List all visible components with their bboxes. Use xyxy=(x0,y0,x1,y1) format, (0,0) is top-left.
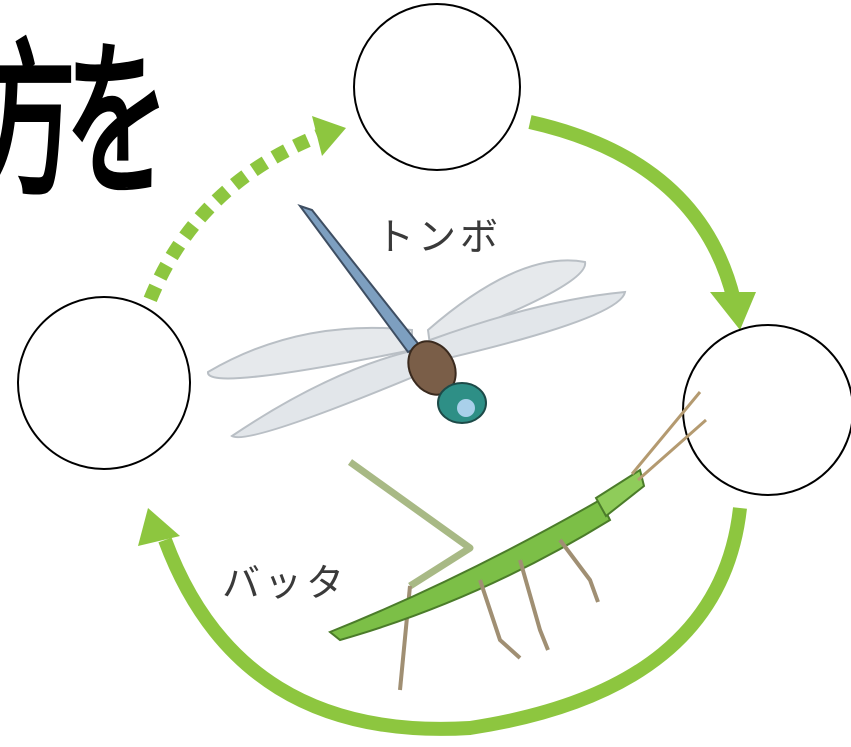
arrow-head-icon xyxy=(312,116,346,156)
blank-circle-top[interactable] xyxy=(353,3,521,171)
arrow-top-to-right xyxy=(528,115,756,330)
grasshopper-icon xyxy=(328,391,707,691)
blank-circle-left[interactable] xyxy=(17,296,191,470)
arrow-right-to-left xyxy=(138,507,747,736)
label-grasshopper: バッタ xyxy=(222,561,349,605)
arrow-head-icon xyxy=(138,508,180,546)
dragonfly-icon xyxy=(207,204,627,439)
dotted-arrow-left-to-top xyxy=(135,116,346,325)
arrow-head-icon xyxy=(710,292,756,330)
label-dragonfly: トンボ xyxy=(376,215,503,259)
heading-text: 方を xyxy=(0,24,169,220)
blank-circle-right[interactable] xyxy=(682,324,851,496)
